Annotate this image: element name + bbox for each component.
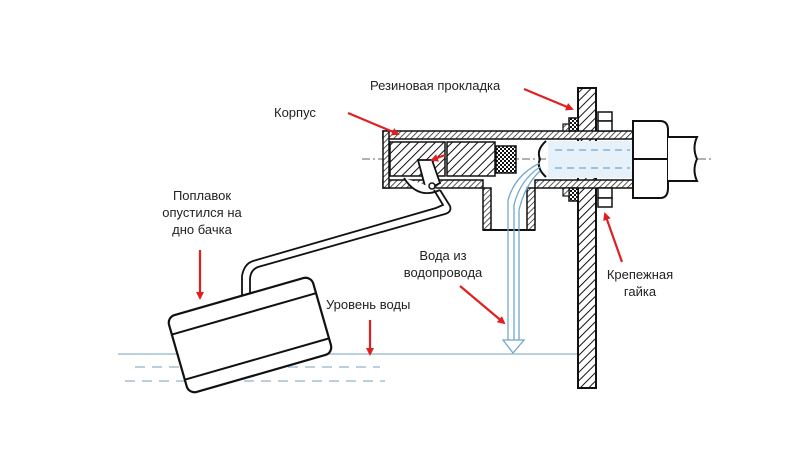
label-water-supply-line1: Вода из <box>419 248 467 263</box>
mounting-nut <box>597 111 613 208</box>
valve-body <box>382 130 634 231</box>
label-body: Корпус <box>274 105 316 120</box>
arrow-nut <box>603 212 624 263</box>
label-mounting-nut-line1: Крепежная <box>606 267 674 282</box>
arrow-lever <box>430 153 446 162</box>
float <box>167 276 333 394</box>
label-water-level: Уровень воды <box>326 297 411 312</box>
arrow-gasket <box>523 87 574 111</box>
label-float-line2: опустился на <box>162 205 242 220</box>
label-water-supply-line2: водопровода <box>403 265 483 280</box>
label-float-line3: дно бачка <box>172 222 232 237</box>
arrow-body <box>347 111 400 136</box>
arrow-supply <box>459 285 506 325</box>
gasket <box>562 117 579 202</box>
supply-pipe <box>668 136 699 182</box>
label-mounting-nut: Крепежная гайка <box>600 266 680 300</box>
water-flow <box>501 162 541 355</box>
inlet-water <box>548 141 633 178</box>
union-nut <box>632 120 669 199</box>
annotation-arrows <box>196 87 624 356</box>
float-lever <box>241 159 452 300</box>
label-float-line1: Поплавок <box>172 188 232 203</box>
label-float: Поплавок опустился на дно бачка <box>148 187 256 238</box>
label-water-supply: Вода из водопровода <box>398 247 488 281</box>
label-mounting-nut-line2: гайка <box>623 284 657 299</box>
label-gasket: Резиновая прокладка <box>370 78 501 93</box>
